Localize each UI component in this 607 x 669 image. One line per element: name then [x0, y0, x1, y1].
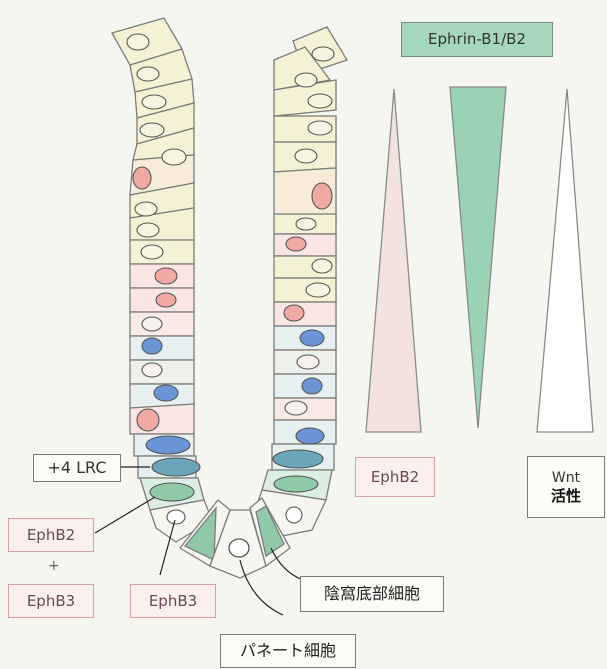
wnt-label: Wnt [552, 469, 580, 487]
nucleus [140, 123, 164, 137]
ephb3-left-label: EphB3 [8, 584, 94, 618]
nucleus [312, 183, 332, 209]
nucleus [312, 47, 334, 61]
nucleus [156, 293, 176, 307]
nucleus [286, 237, 306, 251]
nucleus [152, 458, 200, 476]
nucleus [137, 223, 159, 237]
nucleus [308, 94, 332, 108]
plus-sign: + [48, 558, 60, 574]
nucleus [286, 507, 302, 523]
ephb2-left-label: EphB2 [8, 518, 94, 552]
nucleus [137, 67, 159, 81]
epithelial-cell [274, 302, 336, 326]
nucleus [155, 268, 177, 284]
nucleus [141, 245, 163, 259]
paneth-cell-label: パネート細胞 [220, 634, 356, 668]
nucleus [296, 428, 324, 444]
nucleus [137, 409, 159, 431]
nucleus [295, 149, 317, 163]
ephrin-gradient [450, 87, 506, 428]
ephrin-label: Ephrin-B1/B2 [401, 22, 553, 57]
paneth-cell-nucleus [229, 539, 249, 557]
nucleus [308, 121, 332, 135]
nucleus [142, 317, 162, 331]
nucleus [150, 483, 194, 501]
nucleus [142, 95, 166, 109]
lrc-label: +4 LRC [33, 454, 121, 482]
nucleus [135, 202, 157, 216]
nucleus [306, 283, 330, 297]
nucleus [127, 34, 149, 50]
ephb2-gradient [366, 89, 421, 432]
nucleus [273, 450, 323, 468]
nucleus [154, 385, 178, 401]
wnt-activity-label: Wnt 活性 [527, 456, 605, 518]
nucleus [142, 338, 162, 354]
nucleus [284, 305, 304, 321]
activity-label: 活性 [551, 487, 581, 505]
nucleus [300, 330, 324, 346]
crypt-base-cell-label: 陰窩底部細胞 [300, 576, 444, 612]
nucleus [274, 476, 318, 492]
nucleus [295, 73, 317, 87]
nucleus [142, 363, 162, 377]
nucleus [162, 149, 186, 165]
nucleus [302, 378, 322, 394]
nucleus [146, 436, 190, 454]
nucleus [296, 218, 316, 230]
nucleus [167, 510, 185, 524]
nucleus [285, 401, 307, 415]
nucleus [312, 259, 332, 273]
nucleus [297, 355, 319, 369]
ephb3-mid-label: EphB3 [130, 584, 216, 618]
ephb2-gradient-label: EphB2 [355, 457, 435, 497]
wnt-gradient [537, 89, 593, 432]
nucleus [133, 167, 151, 189]
